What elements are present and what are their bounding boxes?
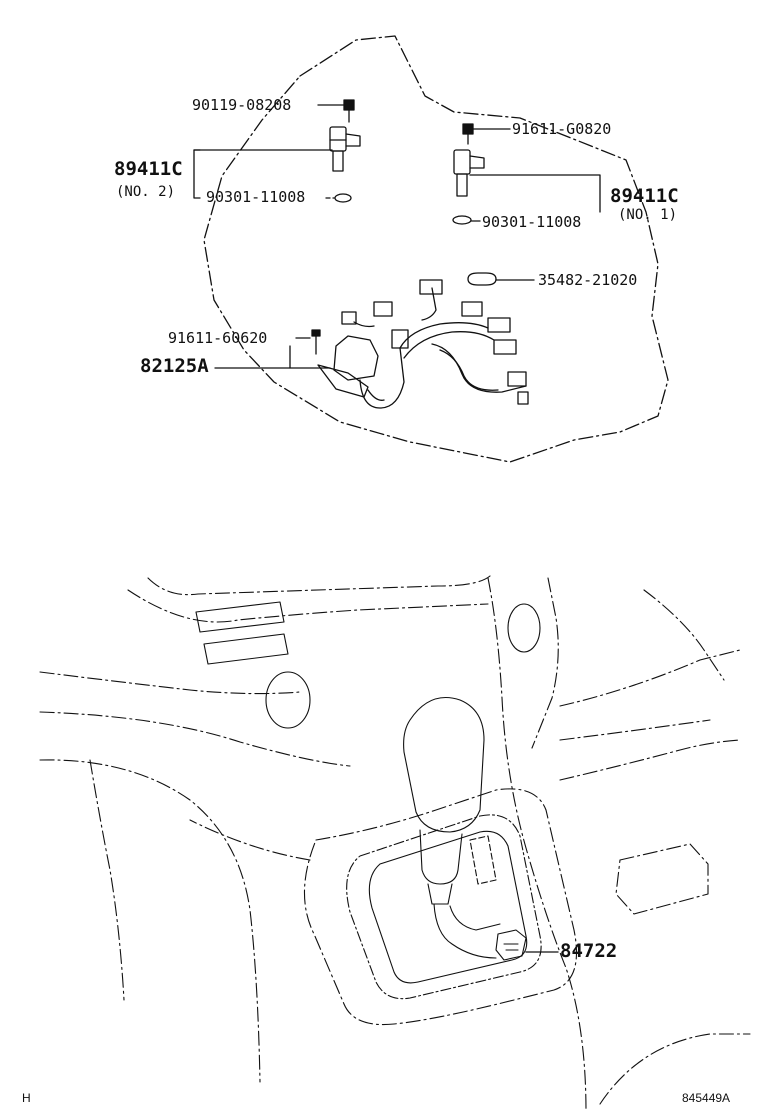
clamp-icon [467, 272, 535, 286]
part-number-89411c-no1: 89411C [610, 185, 679, 207]
transmission-outline [203, 35, 669, 463]
part-note-no1: (NO. 1) [618, 207, 678, 223]
drawing-id: 845449A [682, 1091, 731, 1105]
bracket-82125a [214, 345, 291, 369]
bolt-91611-g0820-icon [462, 123, 511, 145]
bracket-no1 [469, 174, 601, 213]
part-number-90301-11008-left: 90301-11008 [206, 188, 306, 206]
bolt-90119-icon [317, 99, 355, 123]
part-number-82125a: 82125A [140, 355, 209, 377]
part-number-84722: 84722 [560, 940, 618, 962]
part-number-90119-08208: 90119-08208 [192, 96, 292, 114]
wire-harness-icon [317, 279, 529, 409]
bolt-91611-60620-icon [295, 329, 321, 355]
washer-left-icon [334, 193, 352, 203]
part-note-no2: (NO. 2) [116, 184, 176, 200]
sensor-no1-icon [453, 149, 485, 197]
bracket-no2 [193, 149, 201, 199]
center-console-drawing [39, 575, 751, 1112]
part-number-91611-60620: 91611-60620 [168, 329, 268, 347]
part-number-91611-g0820: 91611-G0820 [512, 120, 612, 138]
part-number-35482-21020: 35482-21020 [538, 271, 638, 289]
washer-right-icon [452, 215, 472, 225]
footer-left-mark: H [22, 1091, 31, 1105]
part-number-90301-11008-right: 90301-11008 [482, 213, 582, 231]
part-number-89411c-no2: 89411C [114, 158, 183, 180]
sensor-no2-icon [329, 126, 361, 172]
